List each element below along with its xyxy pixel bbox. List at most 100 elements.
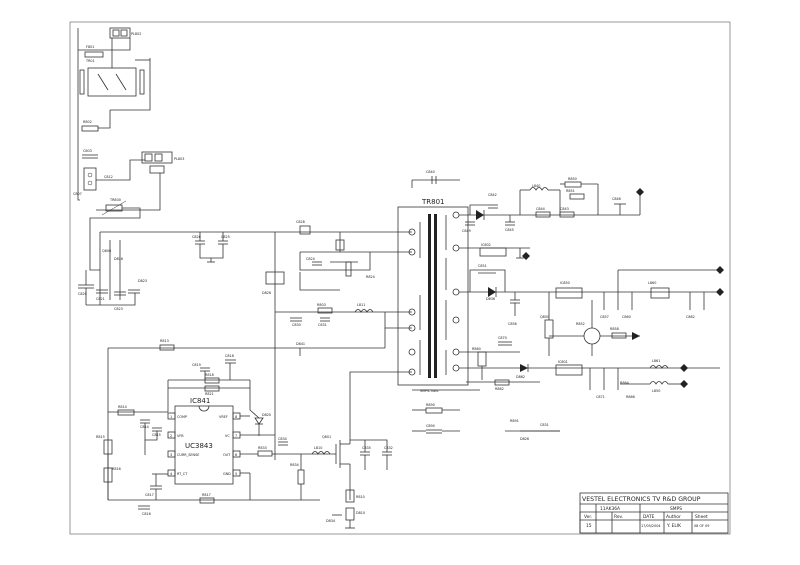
- date-value: 17/05/2004: [641, 524, 661, 528]
- c849-label: C849: [462, 229, 471, 233]
- c832-label: C832: [384, 446, 393, 450]
- pin3-name: CURR_SENSE: [177, 453, 199, 457]
- r834-label: R834: [290, 463, 299, 467]
- r824-label: R824: [366, 275, 375, 279]
- q806-label: Q806: [102, 249, 111, 253]
- pin2-name: VFB: [177, 434, 184, 438]
- chassis-name: 11AK36A: [600, 506, 620, 512]
- r850-label: R850: [568, 177, 577, 181]
- pin4-name: RT_CT: [177, 472, 188, 476]
- d836-label: D836: [486, 297, 495, 301]
- r891-label: R891: [510, 419, 519, 423]
- c817-label: C817: [145, 493, 154, 497]
- author-value: Y. ELIK: [666, 523, 681, 529]
- d826-label: D826: [262, 291, 271, 295]
- pin4-num: 4: [170, 472, 172, 476]
- l811-label: L811: [357, 303, 365, 307]
- d820-label: D820: [262, 413, 271, 417]
- ver-label: Ver.: [584, 514, 592, 520]
- r821-label: R821: [205, 392, 214, 396]
- r851-label: R851: [566, 189, 575, 193]
- pl802-label: PL802: [131, 32, 141, 36]
- c812-label: C812: [104, 175, 113, 179]
- c807-label: C807: [73, 192, 82, 196]
- fuse-ref: TR01: [85, 59, 95, 63]
- c831-ref-bottom: C831: [540, 423, 549, 427]
- ic802-label: IC802: [481, 243, 491, 247]
- r862-label: R862: [495, 387, 504, 391]
- tr801-body: [397, 206, 469, 386]
- l840-label: L840: [532, 184, 540, 188]
- c828-label: C828: [296, 220, 305, 224]
- c846-label: C846: [612, 197, 621, 201]
- r802-label: R802: [83, 120, 92, 124]
- author-label: Author: [666, 514, 681, 520]
- q801-label: Q801: [322, 435, 331, 439]
- d810-label: D810: [356, 511, 365, 515]
- l860-label: L860: [648, 281, 656, 285]
- c857-label: C857: [600, 315, 609, 319]
- r890-label: R890: [426, 403, 435, 407]
- c835-label: C835: [362, 446, 371, 450]
- c840-label: C840: [426, 170, 435, 174]
- d826-ref-bottom: D826: [520, 437, 529, 441]
- r815-label: R815: [96, 435, 105, 439]
- r803-label: R803: [317, 303, 326, 307]
- sheet-value: 08 OF 09: [694, 524, 709, 528]
- c824-label: C824: [306, 257, 315, 261]
- transformer: TR801 SMPS-Trafo: [397, 198, 469, 393]
- r816-label: R816: [112, 467, 121, 471]
- pin3-num: 3: [170, 453, 172, 457]
- r864-label: R864: [620, 381, 629, 385]
- ic850-label: IC850: [560, 281, 570, 285]
- pin1-name: COMP: [177, 415, 187, 419]
- pl803-label: PL803: [174, 157, 184, 161]
- c820-label: C820: [78, 292, 87, 296]
- ic-pins: 1 COMP 2 VFB 3 CURR_SENSE 4 RT_CT 8 VREF…: [167, 412, 241, 477]
- c870-label: C870: [498, 336, 507, 340]
- ic801-label: IC801: [558, 360, 568, 364]
- tr801-part: SMPS-Trafo: [420, 389, 439, 393]
- c814-label: C814: [140, 425, 149, 429]
- c815-label: C815: [152, 433, 161, 437]
- ic841-part: UC3843: [185, 442, 213, 450]
- sheet-title: SMPS: [670, 506, 682, 512]
- q850-label: Q850: [540, 315, 549, 319]
- d841-label: D841: [296, 342, 305, 346]
- l850-label: L850: [652, 389, 660, 393]
- c831-label: C831: [318, 323, 327, 327]
- d823-label: D823: [138, 279, 147, 283]
- mains-input-section: PL802 F801 TR01 R802 C803 PL803: [73, 27, 275, 311]
- c890-label: C890: [426, 424, 435, 428]
- c845-label: C845: [505, 228, 514, 232]
- pin8-num: 8: [235, 415, 237, 419]
- c816-label: C816: [142, 512, 151, 516]
- c860-label: C860: [622, 315, 631, 319]
- d862-label: D862: [516, 375, 525, 379]
- c842-label: C842: [488, 193, 497, 197]
- r818-label: R818: [205, 373, 214, 377]
- c826-label: C826: [192, 235, 201, 239]
- fuse-label: F801: [86, 45, 94, 49]
- r852-label: R852: [576, 322, 585, 326]
- rev-label: Rev.: [614, 514, 623, 520]
- l810-label: L810: [314, 446, 322, 450]
- c818-label: C818: [225, 354, 234, 358]
- tr800-label: TR800: [109, 198, 121, 202]
- primary-section: C826 C825 D826 C828 C824 R824 R803 L811: [96, 220, 560, 529]
- date-label: DATE: [643, 514, 655, 520]
- pin8-name: VREF: [219, 415, 228, 419]
- pin7-name: VC: [225, 434, 230, 438]
- sheet-label: Sheet: [695, 514, 708, 520]
- c856-label: C856: [508, 322, 517, 326]
- r866-label: R866: [626, 395, 635, 399]
- d834-label: D834: [326, 519, 335, 523]
- ic841-ref: IC841: [190, 397, 210, 405]
- r810-label: R810: [356, 495, 365, 499]
- r814-label: R814: [118, 405, 127, 409]
- c843-label: C843: [560, 207, 569, 211]
- c851-label: C851: [478, 264, 487, 268]
- r858-label: R858: [610, 327, 619, 331]
